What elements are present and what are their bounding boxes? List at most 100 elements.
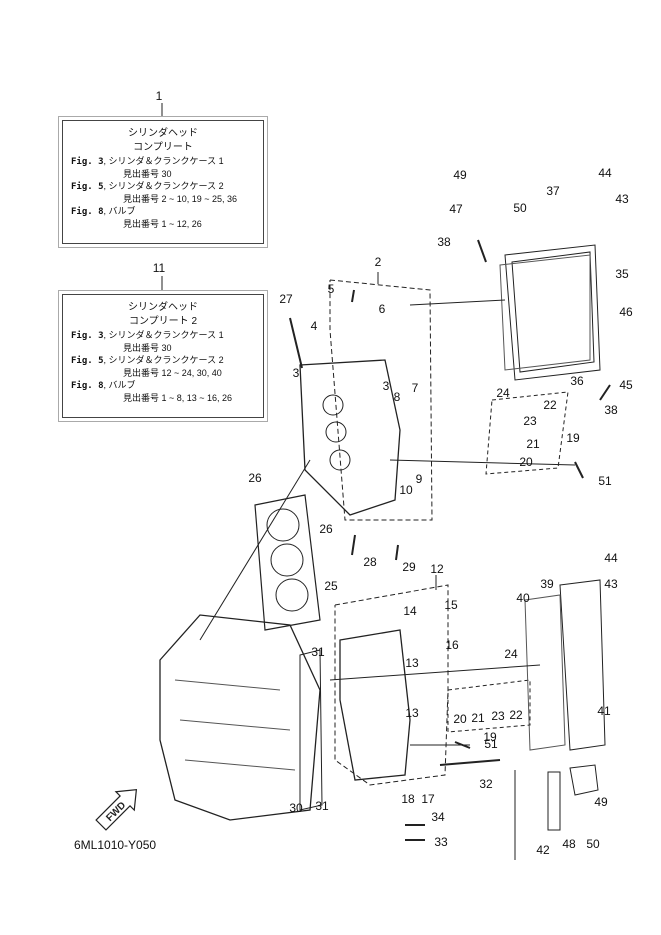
box2-title-1: シリンダヘッド bbox=[128, 302, 198, 313]
sensor-cap-49 bbox=[569, 764, 599, 796]
callout: 20 bbox=[453, 712, 467, 726]
assembly-boundary-19a bbox=[485, 391, 569, 475]
box2-line-2: Fig. 5, シリンダ＆クランクケース 2 bbox=[71, 355, 224, 366]
callout: 19 bbox=[566, 431, 580, 445]
head-cover-lower bbox=[559, 579, 606, 751]
callout: 43 bbox=[604, 577, 618, 591]
callout: 8 bbox=[393, 390, 401, 404]
bolt-29 bbox=[395, 544, 399, 561]
callout: 4 bbox=[310, 319, 318, 333]
callout: 18 bbox=[401, 792, 415, 806]
callout: 40 bbox=[516, 591, 530, 605]
callout: 5 bbox=[327, 282, 335, 296]
combustion-chamber bbox=[329, 449, 351, 471]
bolt-5 bbox=[351, 289, 355, 303]
bore-ring bbox=[275, 578, 309, 612]
callout: 51 bbox=[484, 737, 498, 751]
callout: 3 bbox=[292, 366, 300, 380]
cover-gasket-36 bbox=[499, 254, 591, 371]
callout: 42 bbox=[536, 843, 550, 857]
bolt-32 bbox=[439, 759, 501, 766]
callout: 26 bbox=[248, 471, 262, 485]
sensor-51b bbox=[454, 741, 471, 749]
callout: 23 bbox=[491, 709, 505, 723]
callout: 30 bbox=[289, 801, 303, 815]
callout: 19 bbox=[483, 730, 497, 744]
callout: 24 bbox=[504, 647, 518, 661]
bolt-27 bbox=[289, 317, 303, 369]
callout: 47 bbox=[449, 202, 463, 216]
callout: 21 bbox=[471, 711, 485, 725]
callout: 39 bbox=[540, 577, 554, 591]
head-gasket-25 bbox=[254, 494, 321, 631]
box1-line-3: Fig. 8, バルブ bbox=[71, 206, 136, 217]
callout: 33 bbox=[434, 835, 448, 849]
block-ribs bbox=[174, 679, 296, 771]
callout: 50 bbox=[513, 201, 527, 215]
head-cover-upper bbox=[504, 244, 601, 381]
callout: 32 bbox=[479, 777, 493, 791]
callout: 17 bbox=[421, 792, 435, 806]
diagram-code: 6ML1010-Y050 bbox=[74, 838, 157, 852]
callout-11: 11 bbox=[152, 261, 166, 275]
crankcase-block bbox=[159, 614, 321, 821]
callout: 38 bbox=[604, 403, 618, 417]
box2-title-2: コンプリート 2 bbox=[128, 316, 198, 327]
bolt-38b bbox=[599, 384, 611, 401]
bore-ring bbox=[266, 508, 300, 542]
callout: 3 bbox=[382, 379, 390, 393]
callout: 25 bbox=[324, 579, 338, 593]
callout: 34 bbox=[431, 810, 445, 824]
box2-sub-3: 見出番号 1 ~ 8, 13 ~ 16, 26 bbox=[123, 393, 233, 403]
cylinder-head-lower bbox=[339, 629, 411, 781]
callout: 45 bbox=[619, 378, 633, 392]
callout: 10 bbox=[399, 483, 413, 497]
leader-line bbox=[199, 459, 311, 641]
callout: 50 bbox=[586, 837, 600, 851]
callout: 21 bbox=[526, 437, 540, 451]
callout: 49 bbox=[453, 168, 467, 182]
callout: 41 bbox=[597, 704, 611, 718]
cylinder-head-upper bbox=[299, 359, 401, 516]
callout: 26 bbox=[319, 522, 333, 536]
box2-line-1: Fig. 3, シリンダ＆クランクケース 1 bbox=[71, 330, 224, 341]
box2-sub-1: 見出番号 30 bbox=[123, 343, 172, 353]
cover-gasket-40 bbox=[524, 594, 566, 751]
callout: 12 bbox=[430, 562, 444, 576]
callout: 29 bbox=[402, 560, 416, 574]
box1-line-1: Fig. 3, シリンダ＆クランクケース 1 bbox=[71, 156, 224, 167]
callout: 51 bbox=[598, 474, 612, 488]
box1-title-2: コンプリート bbox=[133, 142, 193, 153]
bolt-28 bbox=[351, 534, 356, 556]
callout: 48 bbox=[562, 837, 576, 851]
callout: 22 bbox=[509, 708, 523, 722]
combustion-chamber bbox=[322, 394, 344, 416]
callout: 20 bbox=[519, 455, 533, 469]
callout: 9 bbox=[415, 472, 423, 486]
callout: 7 bbox=[411, 381, 419, 395]
callout: 38 bbox=[437, 235, 451, 249]
callout: 22 bbox=[543, 398, 557, 412]
callout: 15 bbox=[444, 598, 458, 612]
callout-1: 1 bbox=[155, 89, 163, 103]
fwd-arrow-icon: FWD bbox=[95, 788, 138, 831]
sensor-bracket bbox=[547, 771, 561, 831]
box1-sub-1: 見出番号 30 bbox=[123, 169, 172, 179]
bolt-38 bbox=[477, 239, 487, 263]
callout: 35 bbox=[615, 267, 629, 281]
assembly-boundary-lower bbox=[334, 584, 449, 786]
callout: 28 bbox=[363, 555, 377, 569]
box1-sub-2: 見出番号 2 ~ 10, 19 ~ 25, 36 bbox=[123, 194, 238, 204]
callout: 31 bbox=[315, 799, 329, 813]
assembly-boundary-upper bbox=[329, 279, 433, 521]
head-cover-upper-inner bbox=[511, 251, 595, 373]
assembly-note-box-2: シリンダヘッド コンプリート 2 Fig. 3, シリンダ＆クランクケース 1 … bbox=[62, 294, 264, 418]
bore-ring bbox=[270, 543, 304, 577]
box1-sub-3: 見出番号 1 ~ 12, 26 bbox=[123, 219, 202, 229]
callout: 43 bbox=[615, 192, 629, 206]
callout: 2 bbox=[374, 255, 382, 269]
callout: 13 bbox=[405, 656, 419, 670]
callout: 36 bbox=[570, 374, 584, 388]
callout: 6 bbox=[378, 302, 386, 316]
